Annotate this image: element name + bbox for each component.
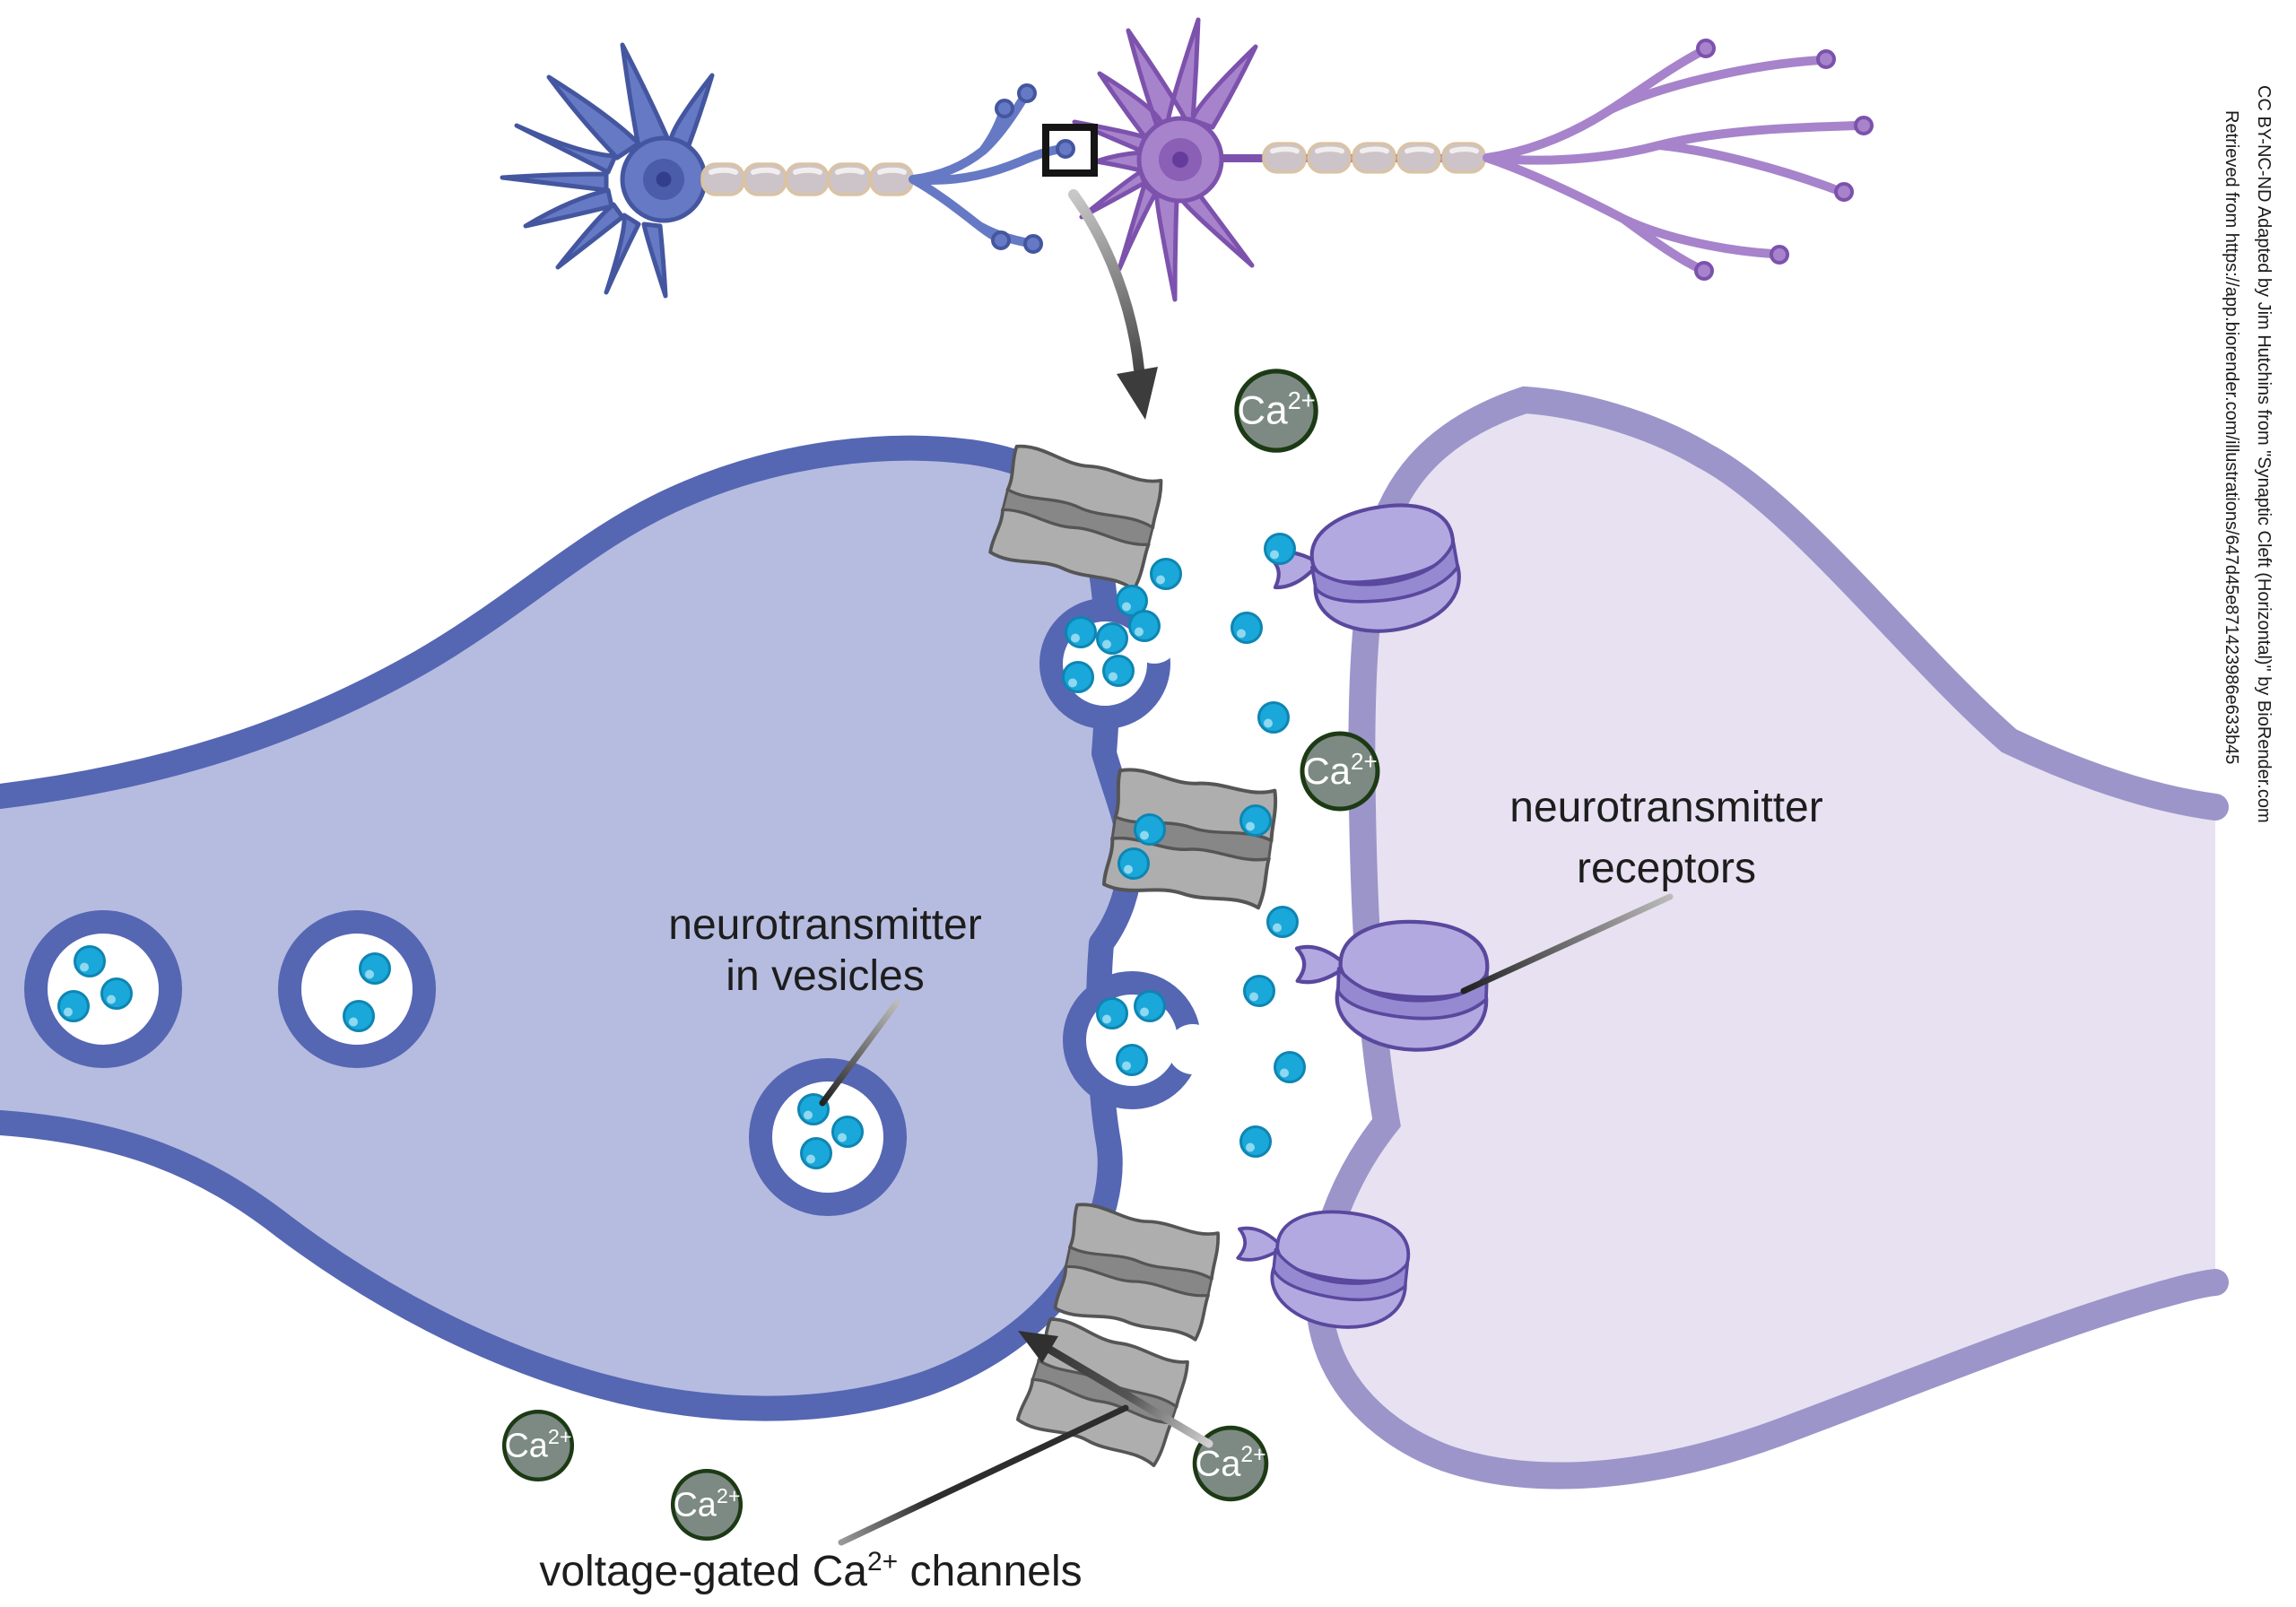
neurotransmitter-molecule: [359, 952, 391, 985]
fusing-vesicle: [1063, 971, 1218, 1109]
ca-superscript: 2+: [1288, 387, 1316, 414]
magnify-arrow-head: [1117, 367, 1158, 420]
neurotransmitter-molecule: [1062, 661, 1094, 693]
neurotransmitter-molecule: [343, 1000, 375, 1032]
ca-label: Ca: [1237, 389, 1288, 433]
neurotransmitter-molecule: [1243, 975, 1275, 1007]
ca-label: Ca: [1302, 750, 1351, 792]
svg-text:Ca2+: Ca2+: [1195, 1443, 1265, 1483]
ca-ion-badge: Ca2+: [1192, 1425, 1269, 1502]
vesicle-fusion-pore: [1168, 1024, 1218, 1074]
channel-label-superscript: 2+: [867, 1547, 898, 1577]
blue-nucleolus: [656, 171, 672, 187]
neurotransmitter-molecule: [1134, 813, 1166, 846]
blue-neuron-dendrites: [500, 42, 715, 299]
ca-ion-badge: Ca2+: [1300, 731, 1380, 812]
neurotransmitter-molecule: [1096, 622, 1128, 655]
purple-neuron: [1072, 17, 1874, 302]
ca-ion-badge: Ca2+: [501, 1409, 575, 1482]
neurotransmitter-molecule: [74, 945, 106, 977]
vesicle-label-line2: in vesicles: [726, 952, 924, 1000]
attribution-line2: Retrieved from https://app.biorender.com…: [2222, 110, 2241, 764]
purple-myelin-sheath: [1264, 143, 1484, 172]
ca-superscript: 2+: [717, 1484, 741, 1507]
neurotransmitter-molecule: [1065, 616, 1097, 648]
magnify-arrow: [1068, 189, 1144, 375]
neurotransmitter-molecule: [1264, 533, 1296, 565]
neurotransmitter-molecule: [831, 1116, 864, 1148]
svg-text:Ca2+: Ca2+: [1237, 387, 1316, 433]
vesicle-label-line1: neurotransmitter: [668, 901, 981, 949]
zoom-region-box: [1042, 124, 1098, 177]
neurotransmitter-molecule: [100, 977, 133, 1010]
neurotransmitter-molecule: [1096, 997, 1128, 1029]
ca-ion-badge: Ca2+: [1234, 369, 1318, 453]
ca-ion-badge: Ca2+: [670, 1468, 744, 1542]
blue-terminal-boutons: [991, 83, 1075, 254]
postsynaptic-cytoplasm: [1318, 400, 2215, 1476]
receptor-label-leader: [1460, 893, 1674, 995]
blue-myelin-sheath: [702, 164, 912, 195]
neurotransmitter-molecule: [1266, 906, 1299, 938]
ca-label: Ca: [674, 1487, 718, 1524]
ca-label: Ca: [1195, 1444, 1241, 1483]
purple-axon-terminals: [1483, 48, 1861, 274]
attribution: CC BY-NC-ND Adapted by Jim Hutchins from…: [2222, 85, 2274, 823]
neurotransmitter-receptor-labeled: [1293, 917, 1489, 1052]
receptor-label-line2: receptors: [1577, 845, 1756, 892]
ca-superscript: 2+: [548, 1425, 572, 1448]
svg-text:Ca2+: Ca2+: [1302, 748, 1377, 792]
neurotransmitter-molecule: [1102, 655, 1135, 687]
blue-axon-terminals: [909, 92, 1066, 248]
synaptic-vesicle: [24, 910, 182, 1068]
voltage-gated-ca-channel: [1101, 766, 1281, 911]
neurotransmitter-molecule: [1128, 610, 1161, 642]
attribution-line1: CC BY-NC-ND Adapted by Jim Hutchins from…: [2254, 85, 2274, 823]
neurotransmitter-molecule: [1134, 990, 1166, 1022]
neurotransmitter-molecule: [1274, 1051, 1306, 1083]
vesicle-label-leader: [819, 999, 900, 1107]
receptor-label-line1: neurotransmitter: [1509, 784, 1822, 831]
channel-label-main: voltage-gated Ca: [539, 1548, 867, 1595]
ca-influx-arrow: [1029, 1335, 1213, 1448]
synaptic-vesicle-labeled: [749, 1058, 907, 1216]
neurotransmitter-molecule: [1239, 804, 1272, 837]
ca-superscript: 2+: [1240, 1443, 1265, 1467]
neurotransmitter-molecule: [800, 1137, 832, 1169]
neurotransmitter-molecule: [1116, 1044, 1148, 1076]
neurotransmitter-molecule: [1239, 1125, 1272, 1158]
neurotransmitter-molecule: [1150, 558, 1182, 590]
channel-label: voltage-gated Ca2+ channels: [539, 1547, 1082, 1595]
purple-terminal-boutons: [1694, 39, 1874, 281]
svg-text:Ca2+: Ca2+: [505, 1425, 572, 1464]
neurotransmitter-receptor: [1228, 1200, 1414, 1335]
svg-text:Ca2+: Ca2+: [674, 1484, 741, 1524]
channel-label-tail: channels: [898, 1548, 1082, 1595]
synaptic-vesicle: [278, 910, 436, 1068]
voltage-gated-ca-channel: [1052, 1200, 1223, 1343]
purple-nucleolus: [1172, 152, 1188, 168]
neurotransmitter-molecule: [1257, 701, 1290, 734]
ca-superscript: 2+: [1351, 748, 1378, 775]
neurotransmitter-molecule: [57, 990, 90, 1022]
channel-label-leader: [838, 1404, 1129, 1546]
neurotransmitter-molecule: [1231, 612, 1263, 644]
fusing-vesicle: [1039, 598, 1179, 729]
ca-label: Ca: [505, 1428, 549, 1465]
presynaptic-terminal: [0, 435, 1218, 1421]
neurotransmitter-molecule: [1118, 847, 1150, 880]
blue-neuron: [500, 42, 1075, 299]
ca-influx-arrow-head: [1018, 1331, 1058, 1363]
overview-neurons: [500, 17, 1874, 420]
